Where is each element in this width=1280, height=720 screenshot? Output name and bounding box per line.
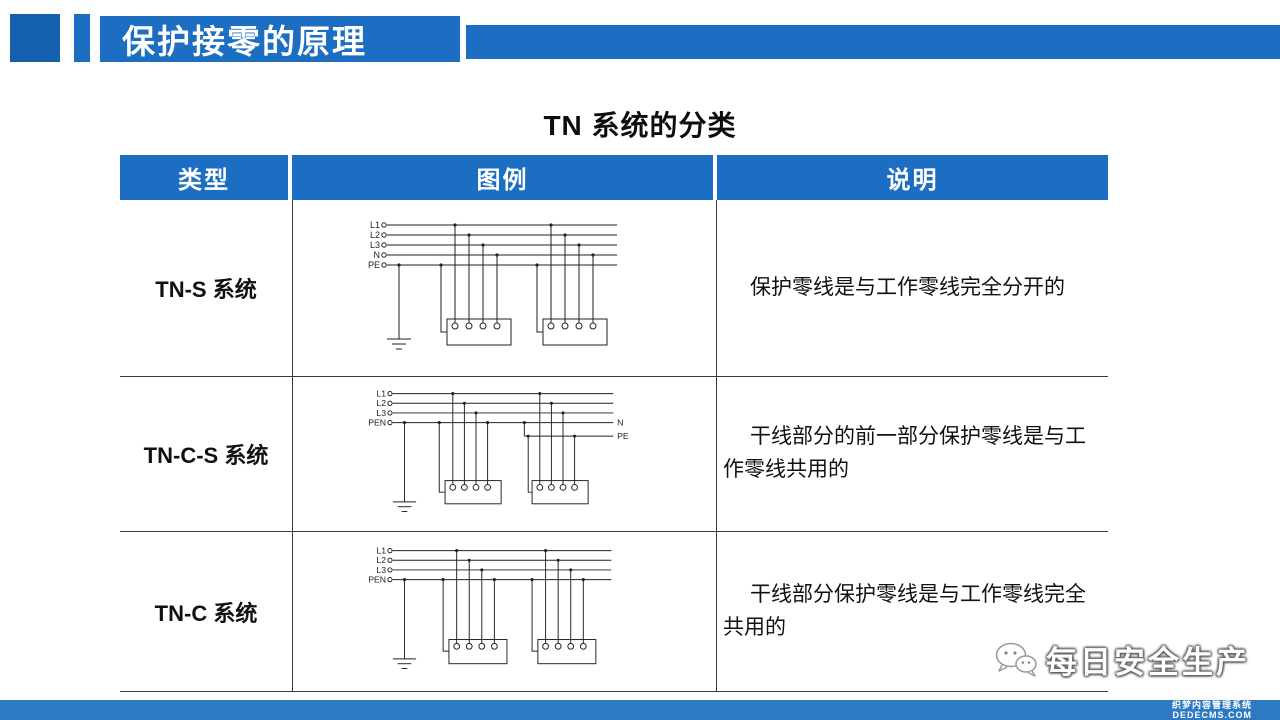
description-text: 干线部分保护零线是与工作零线完全共用的 — [723, 582, 1086, 639]
table-title: TN 系统的分类 — [543, 110, 737, 141]
wechat-logo-icon — [995, 642, 1037, 677]
cms-credit-line1: 织梦内容管理系统 — [1171, 700, 1252, 710]
svg-text:L2: L2 — [376, 555, 386, 565]
cms-credit-line2: DEDECMS.COM — [1172, 710, 1252, 720]
svg-text:PE: PE — [367, 260, 379, 270]
description-cell: 干线部分保护零线是与工作零线完全共用的 — [717, 532, 1108, 691]
load-box-1 — [440, 225, 511, 346]
svg-text:N: N — [617, 417, 623, 427]
title-accent-bar — [74, 14, 90, 62]
diagram-cell: L1 L2 L3 N PE — [292, 200, 717, 376]
header-description: 说明 — [717, 155, 1108, 200]
wires — [380, 222, 617, 268]
load-box-2 — [536, 225, 607, 346]
header-legend: 图例 — [292, 155, 717, 200]
header-type: 类型 — [120, 155, 292, 200]
junction-dots — [402, 391, 576, 438]
svg-text:L3: L3 — [369, 240, 379, 250]
wire-labels: L1 L2 L3 PEN N PE — [368, 388, 629, 441]
svg-text:L1: L1 — [376, 388, 386, 398]
type-cell: TN-C 系统 — [154, 600, 258, 626]
wires — [386, 547, 611, 583]
svg-text:L3: L3 — [376, 407, 386, 417]
junction-dots — [396, 223, 595, 267]
tn-c-s-wiring-diagram: L1 L2 L3 PEN N PE — [368, 388, 629, 512]
type-cell: TN-C-S 系统 — [143, 443, 269, 468]
load-box-1 — [442, 550, 507, 665]
table-row-tn-s: TN-S 系统 — [120, 200, 1108, 377]
wires — [386, 390, 613, 437]
svg-text:L1: L1 — [369, 220, 379, 230]
title-banner: 保护接零的原理 — [100, 16, 460, 62]
type-cell: TN-S 系统 — [155, 277, 257, 302]
description-cell: 保护零线是与工作零线完全分开的 — [717, 200, 1108, 376]
tn-s-wiring-diagram: L1 L2 L3 N PE — [367, 220, 617, 350]
svg-text:PEN: PEN — [368, 575, 386, 585]
wire-labels: L1 L2 L3 PEN — [368, 546, 386, 585]
ground-symbol — [392, 579, 416, 670]
description-text: 保护零线是与工作零线完全分开的 — [750, 275, 1065, 299]
title-banner-tail — [466, 25, 1280, 59]
load-box-1 — [438, 393, 502, 504]
load-box-2 — [531, 550, 596, 665]
table-row-tn-c: TN-C 系统 — [120, 532, 1108, 692]
footer-bar: 织梦内容管理系统 DEDECMS.COM — [0, 700, 1280, 720]
svg-text:L3: L3 — [376, 565, 386, 575]
diagram-cell: L1 L2 L3 PEN — [292, 532, 717, 691]
tn-c-wiring-diagram: L1 L2 L3 PEN — [368, 546, 611, 670]
watermark-text: 每日安全生产 — [1046, 645, 1250, 680]
page-title: 保护接零的原理 — [122, 23, 367, 60]
svg-text:PE: PE — [617, 431, 629, 441]
wire-labels: L1 L2 L3 N PE — [367, 220, 379, 270]
description-cell: 干线部分的前一部分保护零线是与工作零线共用的 — [717, 377, 1108, 531]
table-row-tn-c-s: TN-C-S 系统 — [120, 377, 1108, 532]
load-box-2 — [527, 393, 589, 504]
tn-system-table: 类型 图例 说明 TN-S 系统 — [120, 155, 1108, 692]
diagram-cell: L1 L2 L3 PEN N PE — [292, 377, 717, 531]
table-header-row: 类型 图例 说明 — [120, 155, 1108, 200]
svg-text:N: N — [373, 250, 380, 260]
title-accent-square — [10, 14, 60, 62]
svg-text:L2: L2 — [376, 398, 386, 408]
svg-text:L1: L1 — [376, 546, 386, 556]
ground-symbol — [386, 265, 411, 350]
svg-text:PEN: PEN — [368, 417, 386, 427]
svg-text:L2: L2 — [369, 230, 379, 240]
ground-symbol — [392, 422, 416, 512]
junction-dots — [402, 549, 585, 582]
description-text: 干线部分的前一部分保护零线是与工作零线共用的 — [723, 425, 1086, 481]
watermark: 每日安全生产 — [994, 637, 1250, 682]
